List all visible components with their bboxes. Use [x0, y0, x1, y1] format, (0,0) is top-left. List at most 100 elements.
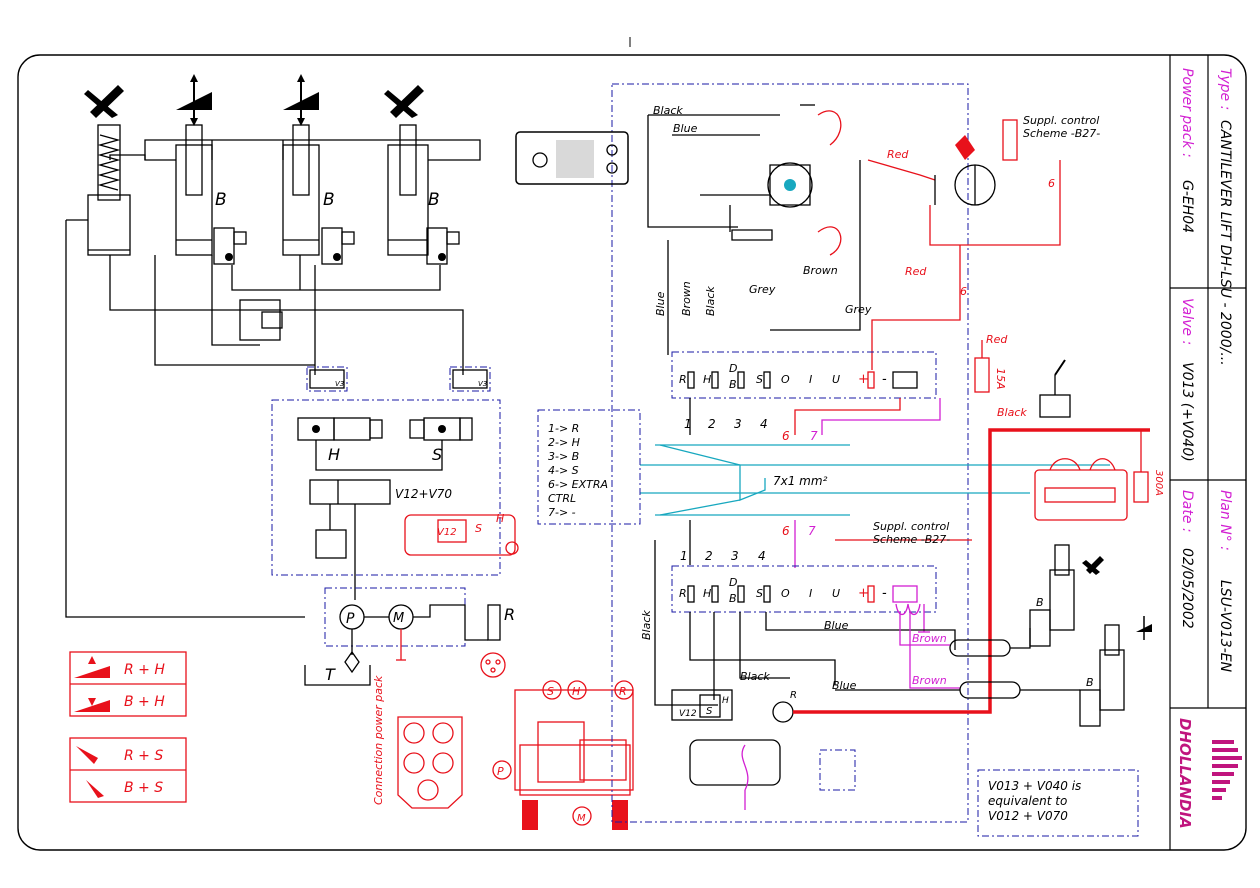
blue-lower-2: Blue: [832, 679, 857, 692]
cable-bundle: 7x1 mm²: [640, 444, 1110, 516]
brown-vert: Brown: [680, 281, 693, 316]
s-label-lower: S: [706, 706, 713, 717]
cable-spec: 7x1 mm²: [773, 474, 828, 488]
grey-wire-1: Grey: [749, 283, 776, 296]
connection-label: Connection power pack: [372, 675, 385, 805]
battery-circuit: 15A Black 300A: [793, 340, 1164, 714]
wk-1: 1-> R: [548, 422, 579, 435]
ut-d: D: [729, 362, 737, 375]
legend-b-s: B + S: [124, 780, 163, 796]
pressure-relief: [315, 529, 347, 559]
s-valve: [409, 417, 473, 441]
brown-lower-2: Brown: [912, 674, 947, 687]
wire7-lower: 7: [808, 524, 816, 538]
relay-label: R: [504, 605, 515, 624]
brand-logo-text: DHOLLANDIA: [1176, 718, 1194, 829]
v3-label-2: V3: [478, 380, 487, 388]
wk-5: 6-> EXTRA: [548, 478, 608, 491]
lt-h: H: [703, 587, 711, 600]
red-wire-1: Red: [887, 148, 909, 161]
switch-assembly: Black Blue Brown Grey Grey Blue Brown Bl…: [647, 104, 872, 355]
tank-label: T: [325, 665, 336, 684]
fuse-300a: 300A: [1153, 470, 1164, 496]
ut-o: O: [781, 373, 790, 386]
b-valve-2: [321, 227, 355, 265]
power-pack-connector: [397, 716, 463, 809]
type-value: CANTILEVER LIFT DH-LSU - 2000/...: [1217, 120, 1233, 366]
date-label: Date :: [1179, 490, 1195, 533]
valve-label: Valve :: [1179, 298, 1195, 345]
lt-s: S: [756, 587, 763, 600]
red-wire-3: Red: [986, 333, 1008, 346]
fuse-15a: 15A: [994, 368, 1007, 390]
power-label: Power pack :: [1179, 68, 1195, 158]
wire6-label-mid: 6: [960, 285, 967, 298]
b-label-right-1: B: [1036, 596, 1044, 609]
wire6-upper: 6: [782, 429, 790, 443]
tilt-symbol-2: [384, 85, 424, 118]
wn-l4: 4: [758, 549, 766, 563]
black-battery: Black: [997, 406, 1027, 419]
note-line-3: V012 + V070: [988, 809, 1068, 823]
wn-4: 4: [760, 417, 768, 431]
s-label: S: [432, 445, 442, 464]
legend-b-h: B + H: [124, 694, 165, 710]
brown-wire-top: Brown: [803, 264, 838, 277]
v12-solenoid-sketch: V12 S H: [404, 512, 519, 556]
title-block: Type : CANTILEVER LIFT DH-LSU - 2000/...…: [1169, 55, 1246, 850]
wire6-lower: 6: [782, 524, 790, 538]
right-lift-symbol: [1136, 616, 1152, 640]
control-panel-icon: [515, 131, 629, 185]
hydraulic-circuit: B B B: [65, 74, 519, 686]
lift-symbol-1: [176, 74, 212, 126]
wk-4: 4-> S: [548, 464, 579, 477]
v12-label-red: V12: [437, 527, 457, 538]
hw-r-label: R: [619, 685, 627, 698]
suppl-control-top-2: Scheme -B27-: [1023, 127, 1100, 140]
ut-b: B: [729, 378, 737, 391]
v3-label-1: V3: [335, 380, 344, 388]
type-label: Type :: [1217, 68, 1233, 110]
date-value: 02/05/2002: [1179, 548, 1195, 629]
connector-symbol: [480, 652, 506, 678]
brand-logo-mark: [1212, 740, 1242, 800]
r-label-lower: R: [790, 690, 797, 701]
b-label-2: B: [323, 190, 335, 210]
wn-l2: 2: [705, 549, 713, 563]
flow-regulator: [239, 299, 281, 341]
hw-s-label: S: [547, 685, 554, 698]
wk-6: CTRL: [548, 492, 576, 505]
suppl-control-top: Red Red Red Suppl. control Scheme -B27- …: [817, 110, 1100, 370]
red-wire-2: Red: [905, 265, 927, 278]
lt-minus: -: [882, 586, 887, 601]
wk-2: 2-> H: [548, 436, 580, 449]
drawing-border: [17, 54, 1247, 851]
wn-l3: 3: [731, 549, 739, 563]
v12-label-lower: V12: [679, 709, 697, 719]
main-valve: [309, 479, 391, 505]
b-label-3: B: [428, 190, 440, 210]
valve-value: V013 (+V040): [1179, 362, 1195, 462]
grey-wire-2: Grey: [845, 303, 872, 316]
wn-3: 3: [734, 417, 742, 431]
wk-7: 7-> -: [548, 506, 576, 519]
ut-u: U: [832, 373, 840, 386]
wire6-label-top: 6: [1048, 177, 1055, 190]
note-line-2: equivalent to: [988, 794, 1067, 808]
ut-i: I: [809, 373, 812, 386]
legend-r-s: R + S: [124, 748, 163, 764]
valve-block-label: V12+V70: [395, 487, 452, 501]
function-legend: R + H B + H R + S B + S: [69, 651, 187, 803]
plan-value: LSU-V013-EN: [1217, 580, 1233, 673]
s-label-red: S: [475, 522, 482, 535]
wn-l1: 1: [680, 549, 688, 563]
right-cylinders: B B: [949, 544, 1152, 727]
note-line-1: V013 + V040 is: [988, 779, 1081, 793]
h-label-red: H: [496, 512, 504, 525]
wire7-upper: 7: [810, 429, 818, 443]
h-valve: [297, 417, 383, 441]
wk-3: 3-> B: [548, 450, 579, 463]
wn-1: 1: [684, 417, 692, 431]
black-lower-vert: Black: [640, 610, 653, 640]
lt-i: I: [809, 587, 812, 600]
